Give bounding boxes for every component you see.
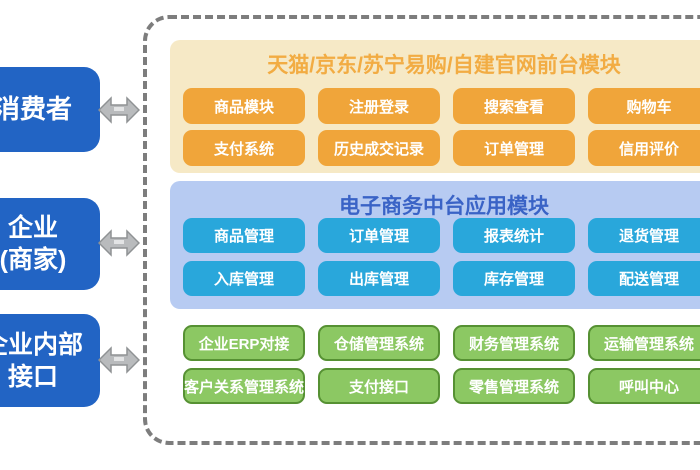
front-button-product-module: 商品模块: [183, 88, 305, 124]
double-arrow-icon: [98, 229, 140, 257]
mid-button-product-management: 商品管理: [183, 218, 305, 253]
front-button-payment-system: 支付系统: [183, 130, 305, 166]
mid-button-inbound-management: 入库管理: [183, 261, 305, 296]
front-button-register-login: 注册登录: [318, 88, 440, 124]
entity-box-internal-interface: 企业内部 接口: [0, 314, 100, 407]
frontend-button-grid: 商品模块 注册登录 搜索查看 购物车 支付系统 历史成交记录 订单管理 信用评价: [183, 88, 700, 166]
mid-button-delivery-management: 配送管理: [588, 261, 700, 296]
internal-button-warehouse-system: 仓储管理系统: [318, 325, 440, 361]
entity-box-merchant: 企业 (商家): [0, 198, 100, 290]
front-button-order-management: 订单管理: [453, 130, 575, 166]
internal-systems-button-grid: 企业ERP对接 仓储管理系统 财务管理系统 运输管理系统 客户关系管理系统 支付…: [183, 325, 700, 404]
front-button-shopping-cart: 购物车: [588, 88, 700, 124]
mid-button-outbound-management: 出库管理: [318, 261, 440, 296]
mid-button-returns-management: 退货管理: [588, 218, 700, 253]
frontend-module-title: 天猫/京东/苏宁易购/自建官网前台模块: [267, 54, 621, 77]
double-arrow-icon: [98, 346, 140, 374]
entity-label: 接口: [7, 362, 58, 391]
midplatform-module-title: 电子商务中台应用模块: [339, 195, 549, 218]
mid-button-report-statistics: 报表统计: [453, 218, 575, 253]
mid-button-inventory-management: 库存管理: [453, 261, 575, 296]
front-button-search-view: 搜索查看: [453, 88, 575, 124]
double-arrow-icon: [98, 96, 140, 124]
entity-label: 企业: [7, 214, 58, 242]
internal-button-finance-system: 财务管理系统: [453, 325, 575, 361]
internal-button-call-center: 呼叫中心: [588, 368, 700, 404]
internal-button-payment-interface: 支付接口: [318, 368, 440, 404]
front-button-credit-evaluation: 信用评价: [588, 130, 700, 166]
internal-button-erp-integration: 企业ERP对接: [183, 325, 305, 361]
platform-boundary-frame: [143, 15, 700, 445]
mid-button-order-management: 订单管理: [318, 218, 440, 253]
midplatform-button-grid: 商品管理 订单管理 报表统计 退货管理 入库管理 出库管理 库存管理 配送管理: [183, 218, 700, 296]
internal-button-crm-system: 客户关系管理系统: [183, 368, 305, 404]
entity-label: 消费者: [0, 93, 72, 124]
entity-label: 企业内部: [0, 330, 83, 359]
entity-box-consumer: 消费者: [0, 67, 100, 152]
internal-button-transport-system: 运输管理系统: [588, 325, 700, 361]
entity-label: (商家): [0, 246, 67, 274]
front-button-transaction-history: 历史成交记录: [318, 130, 440, 166]
internal-button-retail-system: 零售管理系统: [453, 368, 575, 404]
